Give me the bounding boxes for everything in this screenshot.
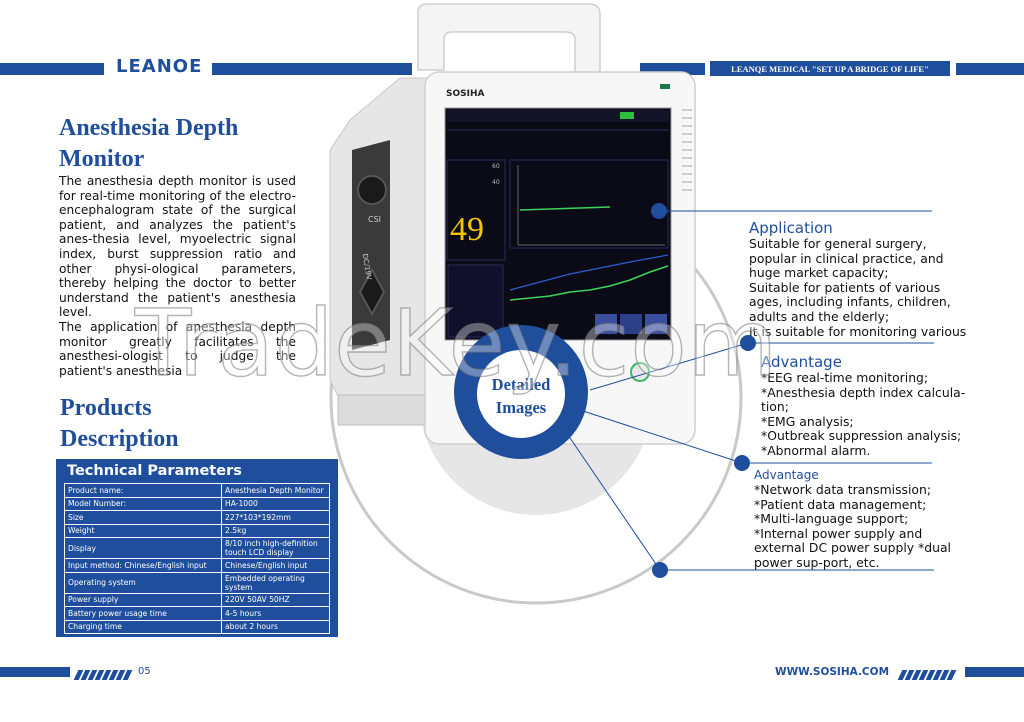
screen-reading: 49	[450, 211, 484, 248]
detailed-images-badge	[454, 325, 588, 459]
badge-inner	[477, 350, 565, 438]
tech-param-value: about 2 hours	[221, 619, 330, 634]
tech-params-row: Product name:Anesthesia Depth Monitor	[64, 483, 330, 498]
page-number: 05	[138, 666, 151, 677]
page-title: Anesthesia Depth Monitor	[59, 113, 238, 175]
products-title-line1: Products	[60, 395, 152, 421]
header-bar-left	[0, 63, 104, 75]
advantage-2-text: *Network data transmission; *Patient dat…	[754, 482, 951, 570]
screen-button-3	[645, 314, 667, 334]
tech-params-heading: Technical Parameters	[67, 463, 242, 479]
brand-logo: LEANOE	[116, 56, 203, 77]
connector-dot-advantage-3	[652, 562, 668, 578]
screen-battery	[620, 112, 634, 119]
tech-params-row: Model Number:HA-1000	[64, 496, 330, 511]
screen-event-table	[447, 264, 504, 338]
tech-param-value: Embedded operating system	[221, 571, 330, 594]
footer-stripes-left	[73, 667, 133, 685]
intro-text: The anesthesia depth monitor is used for…	[59, 174, 296, 378]
tech-param-label: Product name:	[64, 483, 222, 498]
screen-trend-area	[509, 159, 669, 249]
footer-website: WWW.SOSIHA.COM	[775, 666, 890, 678]
badge-label: Detailed Images	[478, 373, 564, 419]
screen-left-panel	[446, 159, 506, 261]
tech-param-value: Anesthesia Depth Monitor	[221, 483, 330, 498]
watermark: TradeKey.com	[134, 289, 779, 397]
application-title: Application	[749, 219, 833, 237]
connector-dot-advantage-2	[734, 455, 750, 471]
device-brand: SOSIHA	[446, 89, 484, 99]
tech-param-label: Charging time	[64, 619, 222, 634]
intro-paragraph-1: The anesthesia depth monitor is used for…	[59, 174, 296, 320]
tech-param-label: Display	[64, 537, 222, 559]
tech-param-value: HA-1000	[221, 496, 330, 511]
device-indicator	[660, 84, 670, 89]
products-title: Products Description	[60, 393, 179, 455]
slogan-banner: LEANQE MEDICAL "SET UP A BRIDGE OF LIFE"	[710, 61, 950, 76]
header-bar-right	[956, 63, 1024, 75]
badge-label-line2: Images	[495, 398, 547, 417]
csi-port	[357, 175, 387, 205]
footer-bar-left	[0, 667, 70, 677]
connector-dot-application	[651, 203, 667, 219]
tech-param-label: Operating system	[64, 571, 222, 594]
header-bar-left-2	[212, 63, 412, 75]
screen-waveform	[509, 265, 669, 301]
connector-dot-advantage-1	[740, 335, 756, 351]
screen-trend-line	[519, 206, 611, 211]
intro-paragraph-2: The application of anesthesia depth moni…	[59, 319, 296, 378]
csi-port-label: CSI	[368, 215, 381, 224]
tech-param-value: 8/10 inch high-definition touch LCD disp…	[221, 537, 330, 559]
screen-button-1	[595, 314, 617, 334]
screen-scale-top: 60	[492, 163, 500, 170]
tech-params-panel: Technical Parameters Product name:Anesth…	[56, 459, 338, 637]
dc-port	[358, 267, 386, 317]
advantage-1-title: Advantage	[761, 353, 842, 371]
device-vents	[682, 109, 692, 191]
screen-scale-bottom: 40	[492, 179, 500, 186]
application-text: Suitable for general surgery, popular in…	[749, 236, 967, 339]
screen-button-2	[620, 314, 642, 334]
footer-stripes-right	[897, 667, 957, 685]
footer-bar-right	[965, 667, 1024, 677]
badge-label-line1: Detailed	[491, 375, 551, 394]
advantage-2-title: Advantage	[754, 468, 819, 482]
monitor-device: CSI DC/19V SOSIHA 49 60 40	[329, 3, 696, 445]
products-title-line2: Description	[60, 426, 179, 452]
page-title-line2: Monitor	[59, 146, 145, 172]
advantage-1-text: *EEG real-time monitoring; *Anesthesia d…	[761, 370, 966, 458]
page-title-line1: Anesthesia Depth	[59, 115, 239, 141]
slogan-text: LEANQE MEDICAL "SET UP A BRIDGE OF LIFE"	[731, 63, 929, 74]
screen-status-bar	[447, 110, 669, 122]
